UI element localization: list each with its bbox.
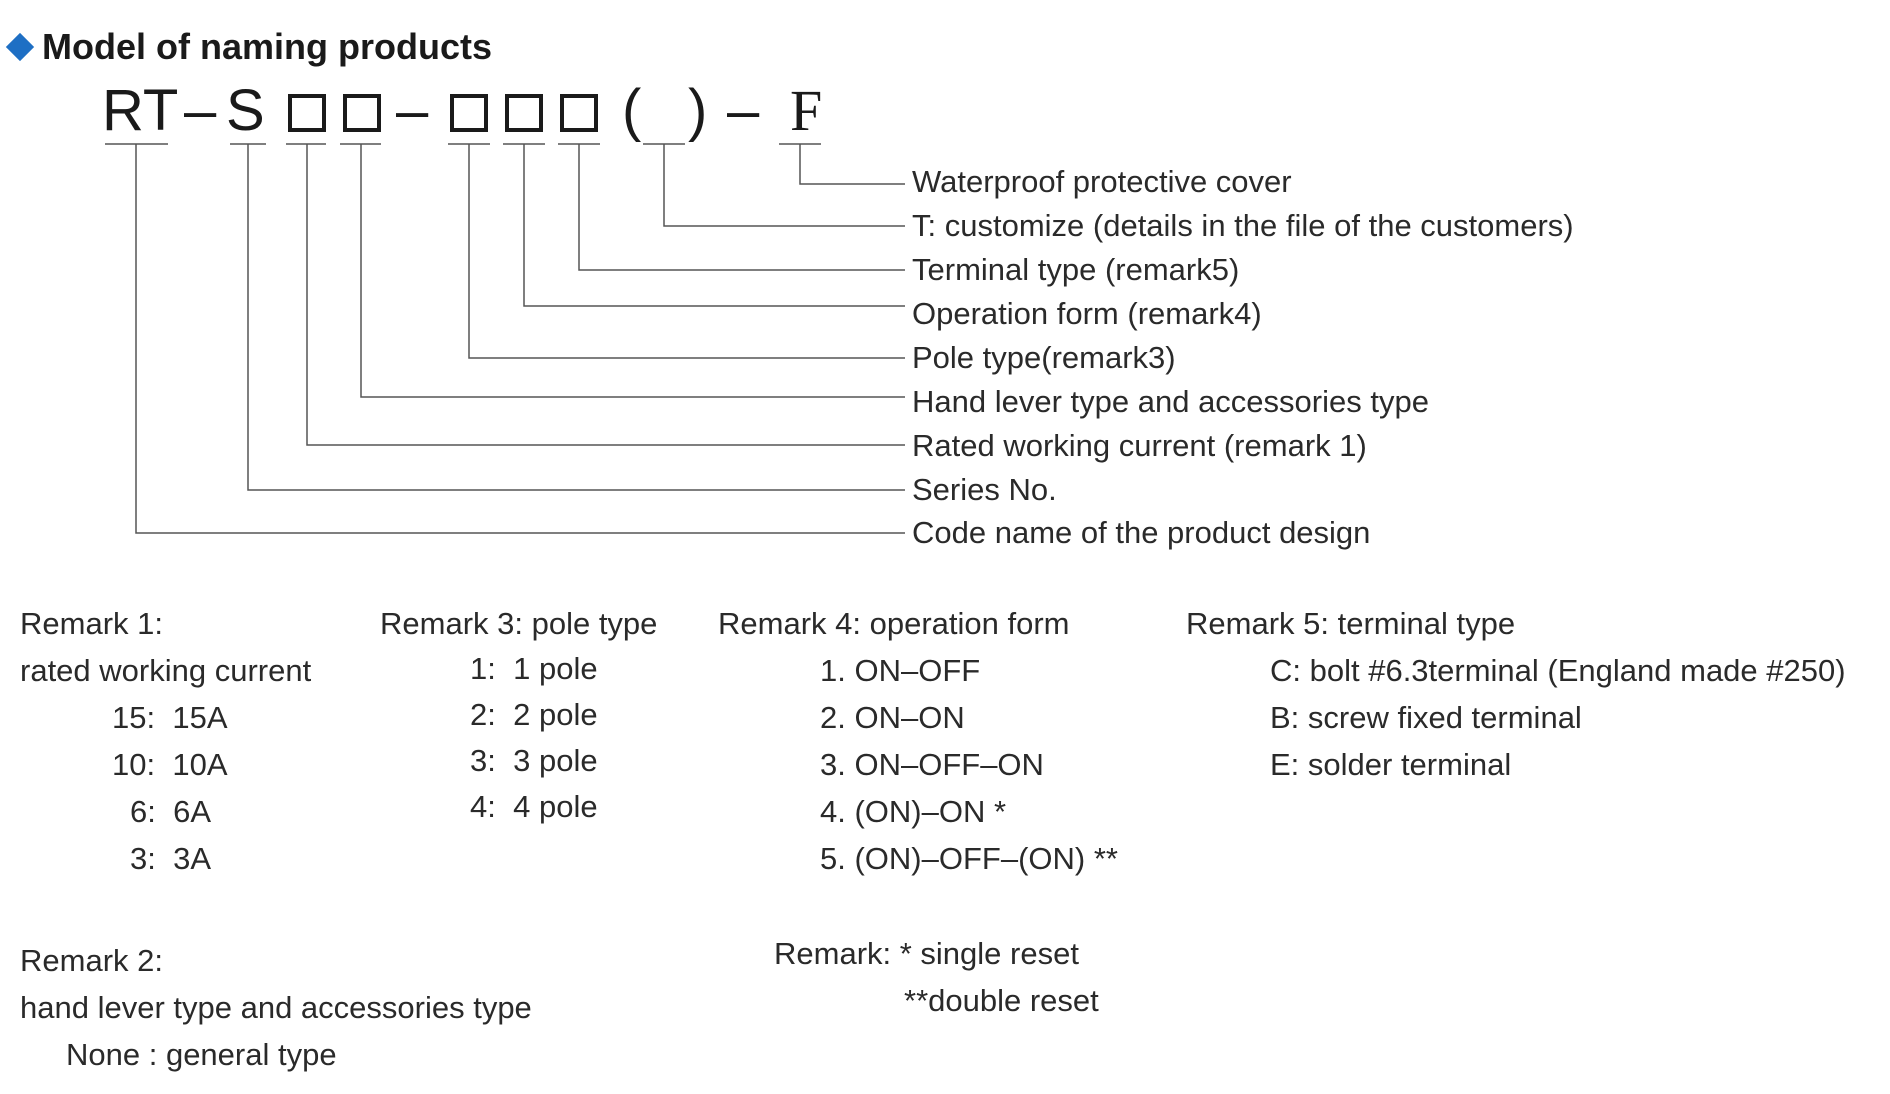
remark2-subtitle: hand lever type and accessories type: [20, 990, 532, 1025]
remark5-title: Remark 5: terminal type: [1186, 606, 1516, 641]
remark4-title: Remark 4: operation form: [718, 606, 1070, 641]
field-rated-current: Rated working current (remark 1): [912, 428, 1367, 463]
code-box-pole: [450, 94, 488, 132]
field-hand-lever-type: Hand lever type and accessories type: [912, 384, 1429, 419]
field-terminal-type: Terminal type (remark5): [912, 252, 1240, 287]
remark3-item: 2: 2 pole: [470, 697, 598, 732]
remark1-subtitle: rated working current: [20, 653, 312, 688]
remark3-item: 1: 1 pole: [470, 651, 598, 686]
code-paren-open: (: [622, 78, 642, 143]
remark4-item: 3. ON–OFF–ON: [820, 747, 1044, 782]
remark1-item: 6: 6A: [130, 794, 212, 829]
remark4-item: 2. ON–ON: [820, 700, 965, 735]
remark5-item: C: bolt #6.3terminal (England made #250): [1270, 653, 1846, 688]
remark5-item: B: screw fixed terminal: [1270, 700, 1582, 735]
remark4-item: 4. (ON)–ON *: [820, 794, 1007, 829]
field-customize: T: customize (details in the file of the…: [912, 208, 1574, 243]
title-row: Model of naming products: [2, 26, 492, 68]
code-dash-3: –: [727, 78, 760, 143]
code-box-operation: [505, 94, 543, 132]
code-box-lever: [343, 94, 381, 132]
remark2-item: None : general type: [66, 1037, 337, 1072]
field-waterproof-cover: Waterproof protective cover: [912, 164, 1292, 199]
remark1-title: Remark 1:: [20, 606, 163, 641]
remark4-item: 1. ON–OFF: [820, 653, 981, 688]
field-series-no: Series No.: [912, 472, 1057, 507]
field-operation-form: Operation form (remark4): [912, 296, 1262, 331]
remark5-item: E: solder terminal: [1270, 747, 1512, 782]
code-paren-close: ): [688, 78, 708, 143]
code-suffix: F: [790, 78, 823, 143]
remark3-item: 3: 3 pole: [470, 743, 598, 778]
code-prefix: RT: [102, 78, 179, 143]
reset-note-single: Remark: * single reset: [774, 936, 1079, 971]
reset-note-double: **double reset: [904, 983, 1099, 1018]
remark1-item: 10: 10A: [112, 747, 228, 782]
remark3-title: Remark 3: pole type: [380, 606, 658, 641]
remark1-item: 3: 3A: [130, 841, 212, 876]
remark1-item: 15: 15A: [112, 700, 228, 735]
page-title: Model of naming products: [42, 26, 492, 67]
field-design-code: Code name of the product design: [912, 515, 1371, 550]
field-pole-type: Pole type(remark3): [912, 340, 1176, 375]
code-series: S: [226, 78, 265, 143]
code-dash-1: –: [184, 78, 217, 143]
code-box-terminal: [560, 94, 598, 132]
remark2-title: Remark 2:: [20, 943, 163, 978]
remark3-item: 4: 4 pole: [470, 789, 598, 824]
remark4-item: 5. (ON)–OFF–(ON) **: [820, 841, 1118, 876]
code-dash-2: –: [396, 78, 429, 143]
code-box-current: [288, 94, 326, 132]
